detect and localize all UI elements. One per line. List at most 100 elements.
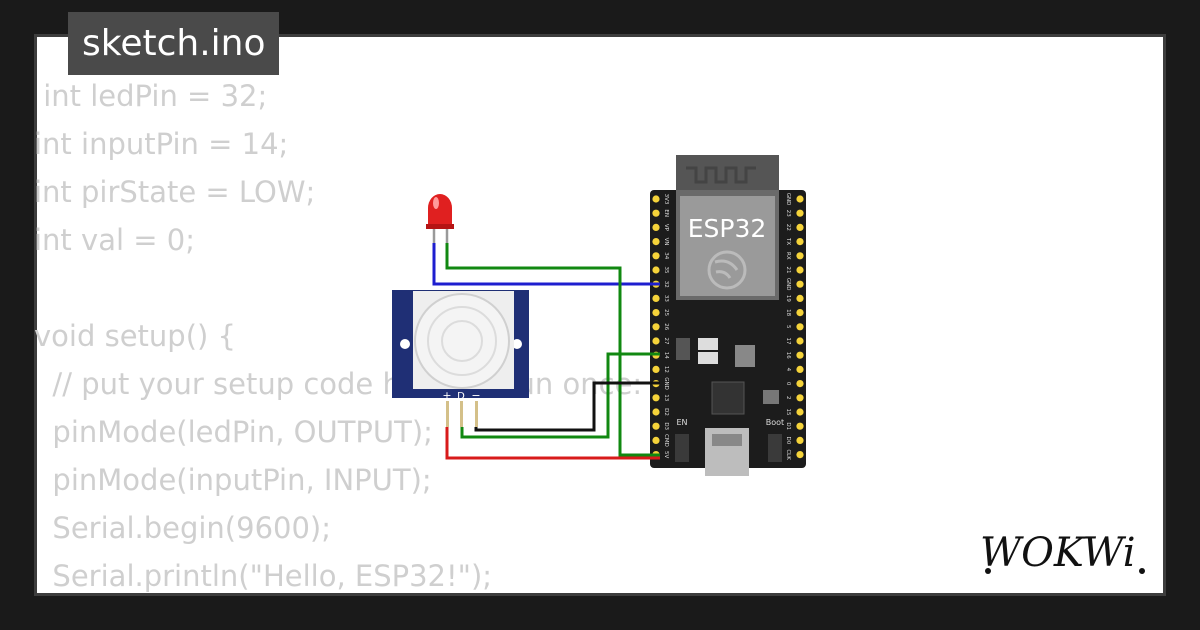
left-pin-label: GND: [663, 377, 669, 390]
left-pin-label: 13: [663, 394, 669, 401]
right-pin-label: GND: [785, 193, 791, 206]
esp32-board[interactable]: ESP32 EN Boot 3V3ENVPVN34353233252627141…: [650, 155, 806, 476]
left-pin[interactable]: [652, 238, 660, 246]
right-pin[interactable]: [796, 252, 804, 260]
left-pin[interactable]: [652, 408, 660, 416]
right-pin-label: 23: [785, 210, 791, 217]
antenna-trace: [686, 166, 756, 184]
left-pin-label: 25: [663, 309, 669, 316]
right-pin[interactable]: [796, 436, 804, 444]
left-pin-label: 5V: [663, 451, 669, 458]
left-pin-header: 3V3ENVPVN343532332526271412GND13D2D3CMD5…: [652, 194, 669, 458]
left-pin-label: D3: [663, 422, 669, 430]
right-pin[interactable]: [796, 351, 804, 359]
led-body: [428, 194, 452, 228]
wire-red[interactable]: [445, 427, 660, 460]
right-pin[interactable]: [796, 195, 804, 203]
right-pin-label: RX: [785, 252, 791, 260]
code-line: int ledPin = 32;: [34, 79, 268, 113]
pin-label-data: D: [457, 391, 465, 402]
pir-dome: [414, 293, 510, 389]
right-pin[interactable]: [796, 223, 804, 231]
pin-label-vcc: +: [442, 389, 451, 402]
code-line: void setup() {: [34, 319, 236, 353]
left-pin[interactable]: [652, 195, 660, 203]
module-shield: [680, 196, 775, 296]
left-pin[interactable]: [652, 209, 660, 217]
right-pin[interactable]: [796, 408, 804, 416]
wire-black[interactable]: [474, 381, 660, 432]
right-pin[interactable]: [796, 422, 804, 430]
right-pin-label: 22: [785, 224, 791, 231]
wokwi-logo: WOKWi: [980, 530, 1145, 576]
right-pin-label: 18: [785, 309, 791, 316]
right-pin[interactable]: [796, 294, 804, 302]
en-button[interactable]: [675, 434, 689, 462]
right-pin-label: 15: [785, 409, 791, 416]
left-pin-label: CMD: [663, 434, 669, 447]
left-pin[interactable]: [652, 337, 660, 345]
left-pin[interactable]: [652, 294, 660, 302]
right-pin[interactable]: [796, 365, 804, 373]
pin-label-gnd: −: [471, 389, 480, 402]
right-pin-label: 17: [785, 338, 791, 345]
right-pin[interactable]: [796, 309, 804, 317]
left-pin-label: 12: [663, 366, 669, 373]
file-tab[interactable]: sketch.ino: [68, 12, 280, 75]
right-pin[interactable]: [796, 394, 804, 402]
preview-card: [34, 34, 1166, 596]
right-pin[interactable]: [796, 451, 804, 459]
left-pin[interactable]: [652, 394, 660, 402]
code-line: pinMode(inputPin, INPUT);: [34, 463, 432, 497]
right-pin[interactable]: [796, 337, 804, 345]
left-pin-label: VN: [663, 238, 669, 246]
right-pin-label: TX: [785, 237, 791, 245]
left-pin[interactable]: [652, 309, 660, 317]
code-line: Serial.begin(9600);: [34, 511, 332, 545]
left-pin-label: EN: [663, 209, 669, 217]
espressif-logo-icon: [707, 250, 747, 290]
en-label: EN: [676, 418, 687, 427]
left-pin-label: 26: [663, 323, 669, 330]
boot-label: Boot: [766, 418, 784, 427]
left-pin-label: D2: [663, 408, 669, 416]
left-pin-label: 3V3: [663, 194, 669, 205]
right-pin-label: 4: [785, 368, 791, 372]
wokwi-wordmark: WOKWi: [980, 530, 1136, 576]
wire-green-led[interactable]: [445, 243, 660, 457]
left-pin-label: 34: [663, 252, 669, 259]
left-pin[interactable]: [652, 252, 660, 260]
red-led[interactable]: [426, 194, 454, 243]
left-pin-label: 27: [663, 338, 669, 345]
right-pin-label: 0: [785, 382, 791, 386]
right-pin[interactable]: [796, 238, 804, 246]
left-pin[interactable]: [652, 223, 660, 231]
boot-button[interactable]: [768, 434, 782, 462]
right-pin[interactable]: [796, 266, 804, 274]
left-pin[interactable]: [652, 422, 660, 430]
right-pin-label: D1: [785, 422, 791, 430]
code-line: int inputPin = 14;: [34, 127, 289, 161]
right-pin-label: GND: [785, 278, 791, 291]
wire-green-pir[interactable]: [460, 352, 660, 439]
wires: [432, 243, 660, 460]
code-line: int pirState = LOW;: [34, 175, 316, 209]
right-pin-label: 21: [785, 267, 791, 274]
right-pin[interactable]: [796, 323, 804, 331]
left-pin[interactable]: [652, 266, 660, 274]
left-pin[interactable]: [652, 365, 660, 373]
left-pin-label: 14: [663, 352, 669, 359]
pir-sensor[interactable]: + D −: [392, 290, 529, 427]
right-pin-label: CLK: [785, 449, 791, 460]
mount-hole-left: [400, 339, 410, 349]
right-pin[interactable]: [796, 280, 804, 288]
right-pin[interactable]: [796, 380, 804, 388]
right-pin[interactable]: [796, 209, 804, 217]
wire-blue[interactable]: [432, 243, 660, 286]
code-line: pinMode(ledPin, OUTPUT);: [34, 415, 433, 449]
left-pin[interactable]: [652, 436, 660, 444]
left-pin-label: 35: [663, 267, 669, 274]
left-pin[interactable]: [652, 323, 660, 331]
code-line: int val = 0;: [34, 223, 195, 257]
